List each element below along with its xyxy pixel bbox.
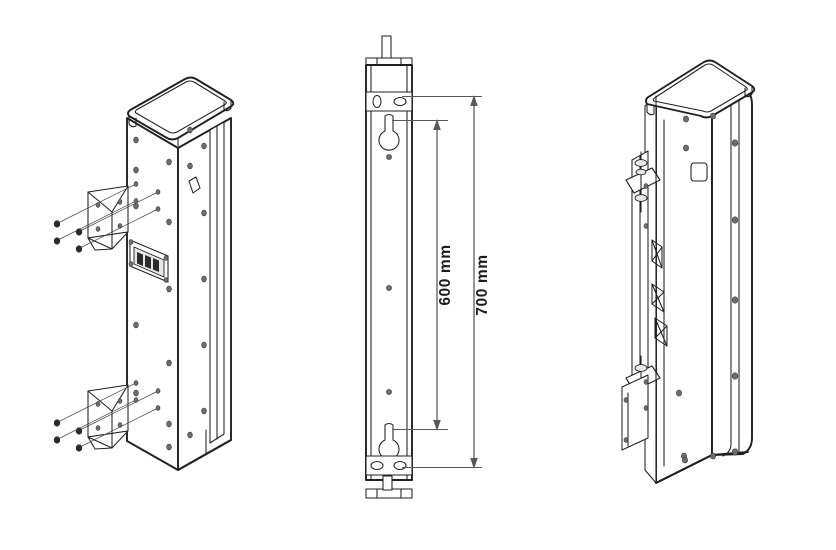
front-face-screws-right	[676, 112, 716, 464]
top-cap-left-thickness-right	[646, 103, 655, 116]
lower-bracket-edge	[87, 436, 113, 449]
middle-center-screw	[386, 285, 392, 291]
dim-700-arrow-bottom	[470, 458, 478, 469]
u-bracket-assembly	[621, 150, 668, 451]
lower-center-screw	[386, 389, 392, 395]
top-cap-plate-seams	[376, 57, 402, 66]
upper-bracket-plate	[87, 185, 129, 239]
lower-keyhole-slot	[378, 422, 400, 460]
lower-bracket-fold-2	[111, 384, 129, 412]
top-cap-right-thickness	[223, 99, 232, 112]
body-side-seams	[370, 64, 408, 481]
dim-700-arrow-top	[470, 95, 478, 106]
grille-column-screws	[731, 139, 739, 456]
upper-keyhole-slot	[378, 113, 400, 151]
brand-badge-right	[690, 162, 708, 182]
dim-600-label: 600 mm	[437, 244, 454, 305]
lower-mount-bracket	[87, 384, 129, 450]
upper-pivot-nut	[634, 159, 648, 167]
lower-bracket-plate	[87, 384, 129, 438]
side-face-screws	[187, 126, 207, 439]
bottom-bracket-plate	[365, 455, 413, 476]
body-bottom-edge	[177, 439, 232, 471]
view-rear-elevation	[365, 35, 413, 499]
upper-center-screw	[386, 154, 392, 160]
upper-bracket-fold-2	[111, 185, 129, 213]
bottom-mounting-tab	[382, 475, 393, 491]
bottom-bracket-slot-right	[393, 460, 407, 471]
top-cap-inner-edge-right	[652, 63, 748, 113]
lower-pivot-nut	[634, 364, 648, 372]
body-bottom-edge-right	[655, 454, 713, 484]
lower-mounting-bolts	[53, 380, 161, 452]
terminal-block-panel	[128, 239, 169, 283]
terminal-contacts	[137, 252, 159, 272]
body-bottom-edge-right-2	[711, 451, 749, 456]
top-bracket-slot-left	[372, 94, 382, 109]
upper-bracket-edge	[87, 237, 113, 250]
top-cap-left-thickness	[128, 115, 137, 128]
view-isometric-exploded	[53, 76, 235, 471]
top-cap-right-thickness-right	[744, 85, 753, 98]
rail-screws	[643, 183, 649, 411]
top-mounting-tab	[381, 35, 392, 59]
upper-pivot-nut-2	[634, 194, 648, 202]
bottom-bracket-slot-left	[370, 460, 384, 471]
dim-700-label: 700 mm	[474, 254, 491, 315]
brand-badge	[188, 176, 201, 194]
top-cap-plate	[365, 57, 413, 66]
dimension-annotations: 700 mm 600 mm	[392, 95, 491, 469]
hinge-lattice	[651, 239, 668, 347]
bottom-cap-plate-seams	[376, 488, 402, 499]
body-grille-column	[711, 69, 753, 456]
top-cap-inner-edge	[134, 80, 227, 134]
upper-pivot-washer	[635, 168, 647, 176]
top-bracket-slot-right	[393, 96, 407, 107]
dim-600-arrow-top	[433, 119, 441, 130]
upper-mount-bracket	[87, 185, 129, 251]
dim-600-arrow-bottom	[433, 420, 441, 431]
front-face-screws	[133, 136, 172, 451]
view-isometric-assembled	[621, 59, 756, 484]
upper-mounting-bolts	[53, 181, 161, 253]
